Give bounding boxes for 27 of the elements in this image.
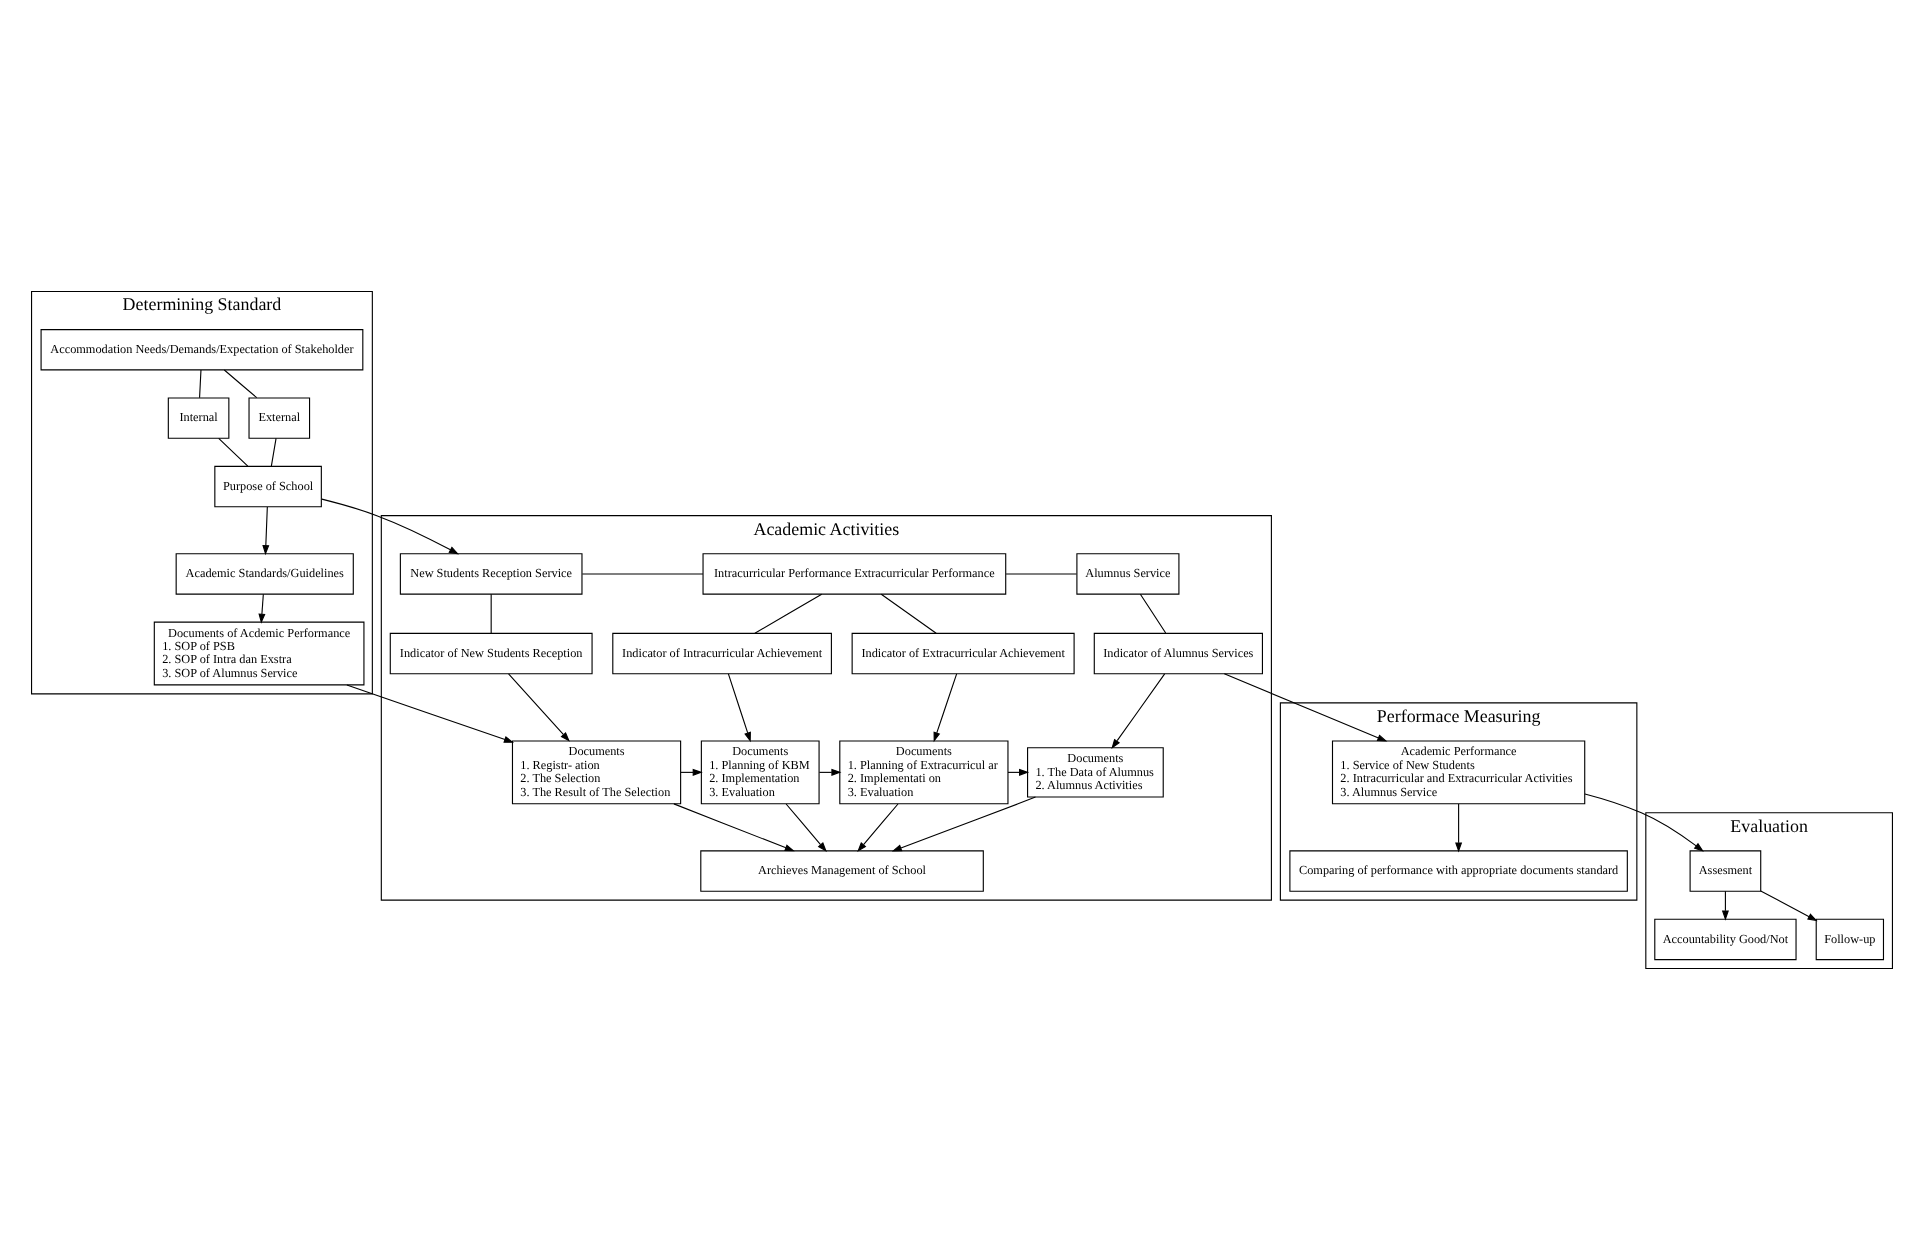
connector	[754, 593, 823, 634]
arrow	[857, 803, 899, 853]
connector	[270, 437, 277, 467]
arrow	[891, 796, 1037, 852]
connector	[1005, 573, 1078, 575]
arrow	[933, 673, 958, 743]
connector	[1139, 593, 1167, 634]
connector	[490, 593, 492, 634]
arrow	[673, 803, 795, 852]
arrow	[321, 498, 459, 555]
connector	[581, 573, 704, 575]
arrow	[262, 506, 270, 556]
connector	[880, 593, 937, 634]
arrow	[1584, 793, 1704, 852]
connector	[223, 369, 258, 399]
arrow	[1760, 890, 1818, 922]
arrow	[346, 684, 515, 743]
arrow	[1111, 673, 1166, 749]
arrow	[727, 673, 751, 743]
arrow	[508, 673, 570, 742]
arrow	[1455, 803, 1463, 853]
arrow	[1721, 890, 1729, 921]
connector	[218, 437, 249, 467]
arrow	[258, 593, 266, 624]
connector	[199, 369, 202, 399]
arrow	[1223, 673, 1388, 742]
arrow	[785, 803, 827, 853]
